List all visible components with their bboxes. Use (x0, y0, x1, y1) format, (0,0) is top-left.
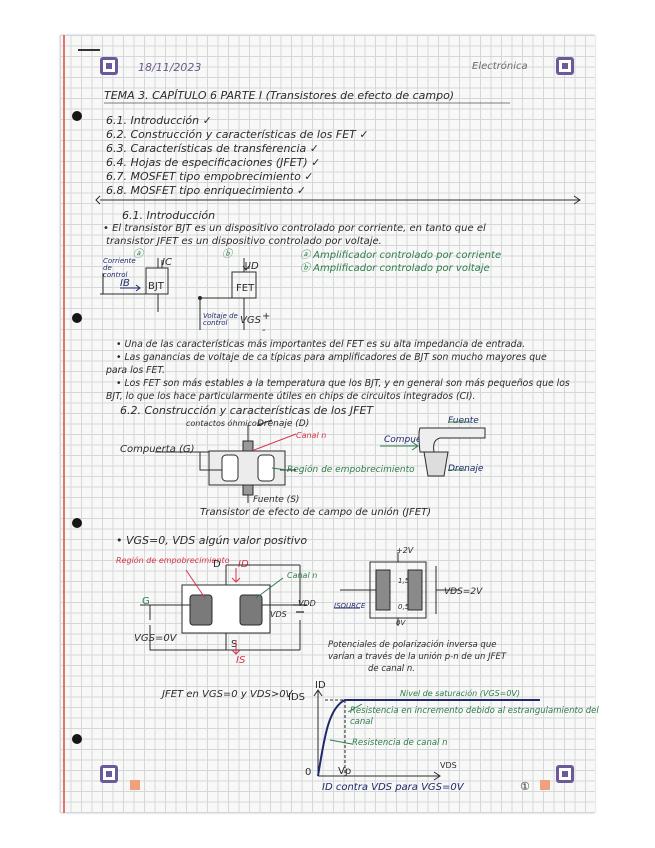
resistance-channel-label: Resistencia de canal n (352, 738, 448, 748)
vdd-label: VDD (298, 599, 316, 608)
paragraph-line: transistor JFET es un dispositivo contro… (106, 236, 382, 247)
bjt-diagram (100, 258, 169, 312)
g-terminal: G (142, 596, 150, 607)
notebook-logo-icon (556, 57, 574, 75)
legend-b: ⓑ Amplificador controlado por voltaje (300, 263, 490, 274)
ib-label: IB (120, 278, 130, 289)
plus-sign: + (262, 311, 271, 322)
separator-arrow (95, 195, 581, 205)
vds-label: VDS (270, 610, 287, 619)
voltage-low: 0,5V (398, 603, 414, 611)
figure-tag-b: ⓑ (222, 249, 232, 260)
s-terminal: S (231, 639, 238, 650)
orange-square-icon (130, 780, 140, 790)
fet-diagram (198, 258, 257, 330)
section-heading: 6.2. Construcción y características de l… (120, 404, 374, 417)
origin-label: 0 (305, 767, 312, 778)
vds-2v-label: VDS=2V (444, 587, 483, 597)
voltage-top: +2V (396, 546, 414, 555)
polarization-note: varían a través de la unión p-n de un JF… (328, 652, 507, 662)
page-number: ① (520, 780, 530, 793)
pen-mark (78, 49, 100, 51)
minus-sign: - (262, 325, 266, 336)
index-item: 6.3. Características de transferencia ✓ (106, 142, 319, 155)
index-item: 6.7. MOSFET tipo empobrecimiento ✓ (106, 170, 314, 183)
margin-line (63, 35, 65, 813)
drain-label: Drenaje (D) (257, 419, 310, 429)
index-item: 6.8. MOSFET tipo enriquecimiento ✓ (106, 184, 307, 197)
notebook-logo-icon (100, 57, 118, 75)
graph-caption: ID contra VDS para VGS=0V (322, 782, 464, 793)
bjt-box (145, 267, 169, 295)
jfet-caption: Transistor de efecto de campo de unión (… (200, 507, 432, 518)
depletion-region-label: Región de empobrecimiento (116, 556, 230, 565)
faucet-drain-label: Drenaje (448, 464, 484, 474)
faucet-source-label: Fuente (448, 416, 479, 426)
fet-box (231, 271, 257, 299)
control-current-label: Corriente de control (103, 257, 136, 279)
d-terminal: D (213, 559, 221, 570)
voltage-mid: 1,5V (398, 577, 414, 585)
control-voltage-label: Voltaje de control (203, 312, 238, 327)
faucet-gate-label: Compuerta (384, 435, 435, 445)
fet-label: FET (236, 283, 255, 294)
orange-square-icon (540, 780, 550, 790)
jfet-bias-diagram (140, 564, 307, 655)
jfet-structure (155, 419, 297, 503)
depletion-label: Región de empobrecimiento (287, 465, 415, 475)
faucet-illustration (380, 421, 486, 477)
bullet-line: BJT, lo que los hace particularmente úti… (106, 391, 476, 402)
binding-hole (72, 734, 82, 744)
polarization-note: Potenciales de polarización inversa que (328, 640, 497, 650)
voltage-bottom: 0V (396, 619, 406, 627)
id-vds-graph (313, 689, 540, 781)
ic-label: IC (162, 257, 172, 268)
bullet-line: • Las ganancias de voltaje de ca típicas… (116, 352, 547, 363)
date: 18/11/2023 (138, 61, 202, 74)
bullet-line: para los FET. (106, 365, 165, 376)
saturation-label: Nivel de saturación (VGS=0V) (400, 689, 521, 698)
id-label: ID (248, 261, 259, 272)
is-current-label: IS (236, 655, 246, 666)
paragraph-line: • El transistor BJT es un dispositivo co… (103, 223, 486, 234)
legend-a: ⓐ Amplificador controlado por corriente (300, 250, 502, 261)
vgs-label: VGS=0V (134, 633, 177, 644)
ids-label: IDS (288, 692, 305, 703)
notebook-page (60, 35, 595, 813)
page-title: TEMA 3. CAPÍTULO 6 PARTE I (Transistores… (104, 89, 455, 102)
x-axis-label: VDS (440, 761, 457, 770)
notebook-logo-icon (556, 765, 574, 783)
vgs-label: VGS (240, 315, 261, 326)
gate-label: Compuerta (G) (120, 444, 195, 455)
y-axis-label: ID (315, 680, 326, 691)
ohmic-contacts-label: contactos óhmicos (186, 419, 261, 428)
binding-hole (72, 518, 82, 528)
notebook-logo-icon (100, 765, 118, 783)
jfet-potential-diagram (334, 552, 460, 626)
bullet-line: • Una de las características más importa… (116, 339, 526, 350)
index-item: 6.4. Hojas de especificaciones (JFET) ✓ (106, 156, 321, 169)
polarization-note: de canal n. (368, 664, 415, 674)
resistance-increase-label: canal (350, 717, 373, 727)
isource-label: ISOURCE (334, 602, 366, 610)
index-item: 6.1. Introducción ✓ (106, 114, 212, 127)
channel-label: Canal n (287, 571, 318, 580)
figure-tag-a: ⓐ (133, 249, 143, 260)
left-caption: JFET en VGS=0 y VDS>0V (162, 689, 293, 700)
binding-hole (72, 313, 82, 323)
resistance-increase-label: Resistencia en incremento debido al estr… (350, 706, 599, 716)
binding-hole (72, 111, 82, 121)
bullet-line: • Los FET son más estables a la temperat… (116, 378, 570, 389)
bjt-label: BJT (148, 281, 164, 292)
channel-label: Canal n (296, 431, 327, 440)
source-label: Fuente (S) (253, 495, 300, 505)
section-heading: • VGS=0, VDS algún valor positivo (116, 534, 308, 547)
subject: Electrónica (472, 61, 528, 72)
section-heading: 6.1. Introducción (122, 209, 216, 222)
index-item: 6.2. Construcción y características de l… (106, 128, 369, 141)
